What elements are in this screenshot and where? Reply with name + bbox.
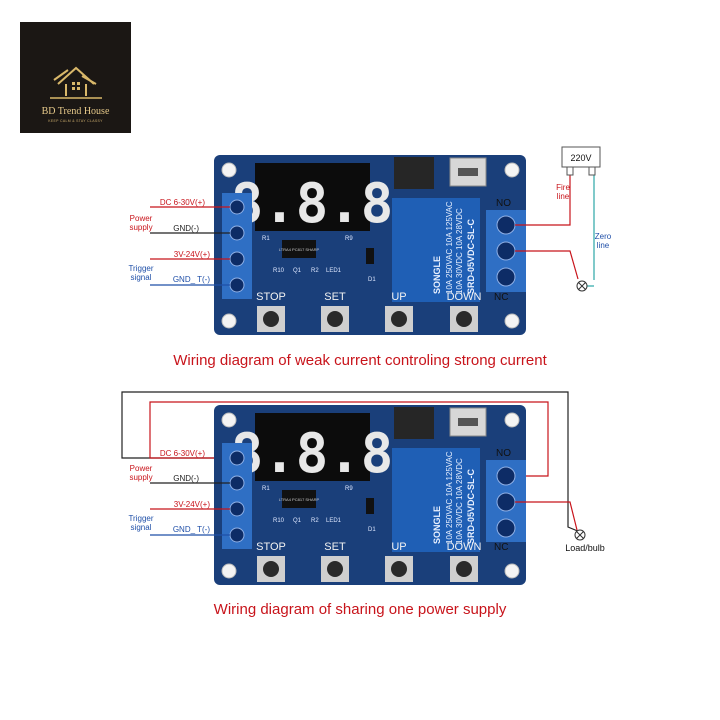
dc-label: DC 6-30V(+) (160, 198, 205, 207)
component-led1: LED1 (326, 518, 342, 524)
component-d1: D1 (368, 277, 376, 283)
svg-text:8.8.8: 8.8.8 (231, 172, 394, 235)
diagram-1-caption: Wiring diagram of weak current controlin… (173, 352, 547, 369)
power-label: Power (130, 214, 153, 223)
terminal-nc-label: NC (494, 292, 508, 303)
component-r1: R1 (262, 486, 270, 492)
component-r10: R10 (273, 518, 285, 524)
down-label: DOWN (447, 291, 482, 303)
component-led1: LED1 (326, 268, 342, 274)
led-display (255, 163, 370, 231)
gndt-label: GND_ T(-) (173, 525, 211, 534)
set-label: SET (324, 291, 346, 303)
relay (392, 198, 480, 302)
relay-brand: SONGLE (432, 506, 442, 544)
stop-label: STOP (256, 541, 286, 553)
zero-label: Zero (595, 232, 612, 241)
relay-spec-1: 10A 250VAC 10A 125VAC (445, 451, 454, 544)
diagram-1: 8.8.8 SONGLE 10A 250VAC 10A 125VAC 10A 3… (128, 146, 612, 335)
usb-port (449, 407, 487, 437)
terminal-no-label: NO (496, 448, 511, 459)
supply-label: supply (129, 223, 152, 232)
supply-label: supply (129, 473, 152, 482)
relay-brand: SONGLE (432, 256, 442, 294)
component-r9: R9 (345, 236, 353, 242)
v-label: 3V-24V(+) (174, 250, 211, 259)
stop-label: STOP (256, 291, 286, 303)
fire-label-2: line (557, 192, 570, 201)
component-q1: Q1 (293, 518, 302, 524)
component-r2: R2 (311, 518, 319, 524)
brand-name: BD Trend House (41, 106, 110, 117)
component-r2: R2 (311, 268, 319, 274)
voltage-regulator (394, 407, 434, 439)
down-label: DOWN (447, 541, 482, 553)
brand-logo: BD Trend House KEEP CALM & STAY CLASSY (20, 22, 131, 133)
svg-text:8.8.8: 8.8.8 (231, 422, 394, 485)
component-r10: R10 (273, 268, 285, 274)
component-d1: D1 (368, 527, 376, 533)
set-label: SET (324, 541, 346, 553)
terminal-nc-label: NC (494, 542, 508, 553)
diagram-2: 8.8.8 SONGLE 10A 250VAC 10A 125VAC 10A 3… (121, 391, 605, 585)
bulb-icon (576, 280, 588, 292)
fire-label: Fire (556, 183, 570, 192)
component-q1: Q1 (293, 268, 302, 274)
brand-tagline: KEEP CALM & STAY CLASSY (48, 119, 103, 123)
load-label: Load/bulb (565, 543, 605, 553)
source-label: 220V (570, 153, 591, 163)
component-r9: R9 (345, 486, 353, 492)
ac-source (561, 146, 601, 168)
zero-label-2: line (597, 241, 610, 250)
gnd-label: GND(-) (173, 224, 199, 233)
voltage-regulator (394, 157, 434, 189)
up-label: UP (391, 291, 406, 303)
signal-label: signal (131, 523, 152, 532)
gnd-label: GND(-) (173, 474, 199, 483)
component-r1: R1 (262, 236, 270, 242)
relay-spec-2: 10A 30VDC 10A 28VDC (455, 458, 464, 544)
up-label: UP (391, 541, 406, 553)
v-label: 3V-24V(+) (174, 500, 211, 509)
chip-text: LTRA4 PC817 SHARP (279, 247, 320, 252)
led-display (255, 413, 370, 481)
signal-label: signal (131, 273, 152, 282)
chip-text: LTRA4 PC817 SHARP (279, 497, 320, 502)
relay-model: SRD-05VDC-SL-C (466, 218, 476, 294)
relay-spec-1: 10A 250VAC 10A 125VAC (445, 201, 454, 294)
gndt-label: GND_ T(-) (173, 275, 211, 284)
relay-model: SRD-05VDC-SL-C (466, 468, 476, 544)
trigger-label: Trigger (128, 264, 153, 273)
relay (392, 448, 480, 552)
house-logo-icon (50, 66, 102, 99)
trigger-label: Trigger (128, 514, 153, 523)
power-label: Power (130, 464, 153, 473)
optocoupler-chip (282, 490, 316, 508)
diagram-2-caption: Wiring diagram of sharing one power supp… (213, 601, 507, 618)
bulb-icon (574, 529, 586, 541)
dc-label: DC 6-30V(+) (160, 449, 205, 458)
terminal-no-label: NO (496, 198, 511, 209)
optocoupler-chip (282, 240, 316, 258)
relay-spec-2: 10A 30VDC 10A 28VDC (455, 208, 464, 294)
